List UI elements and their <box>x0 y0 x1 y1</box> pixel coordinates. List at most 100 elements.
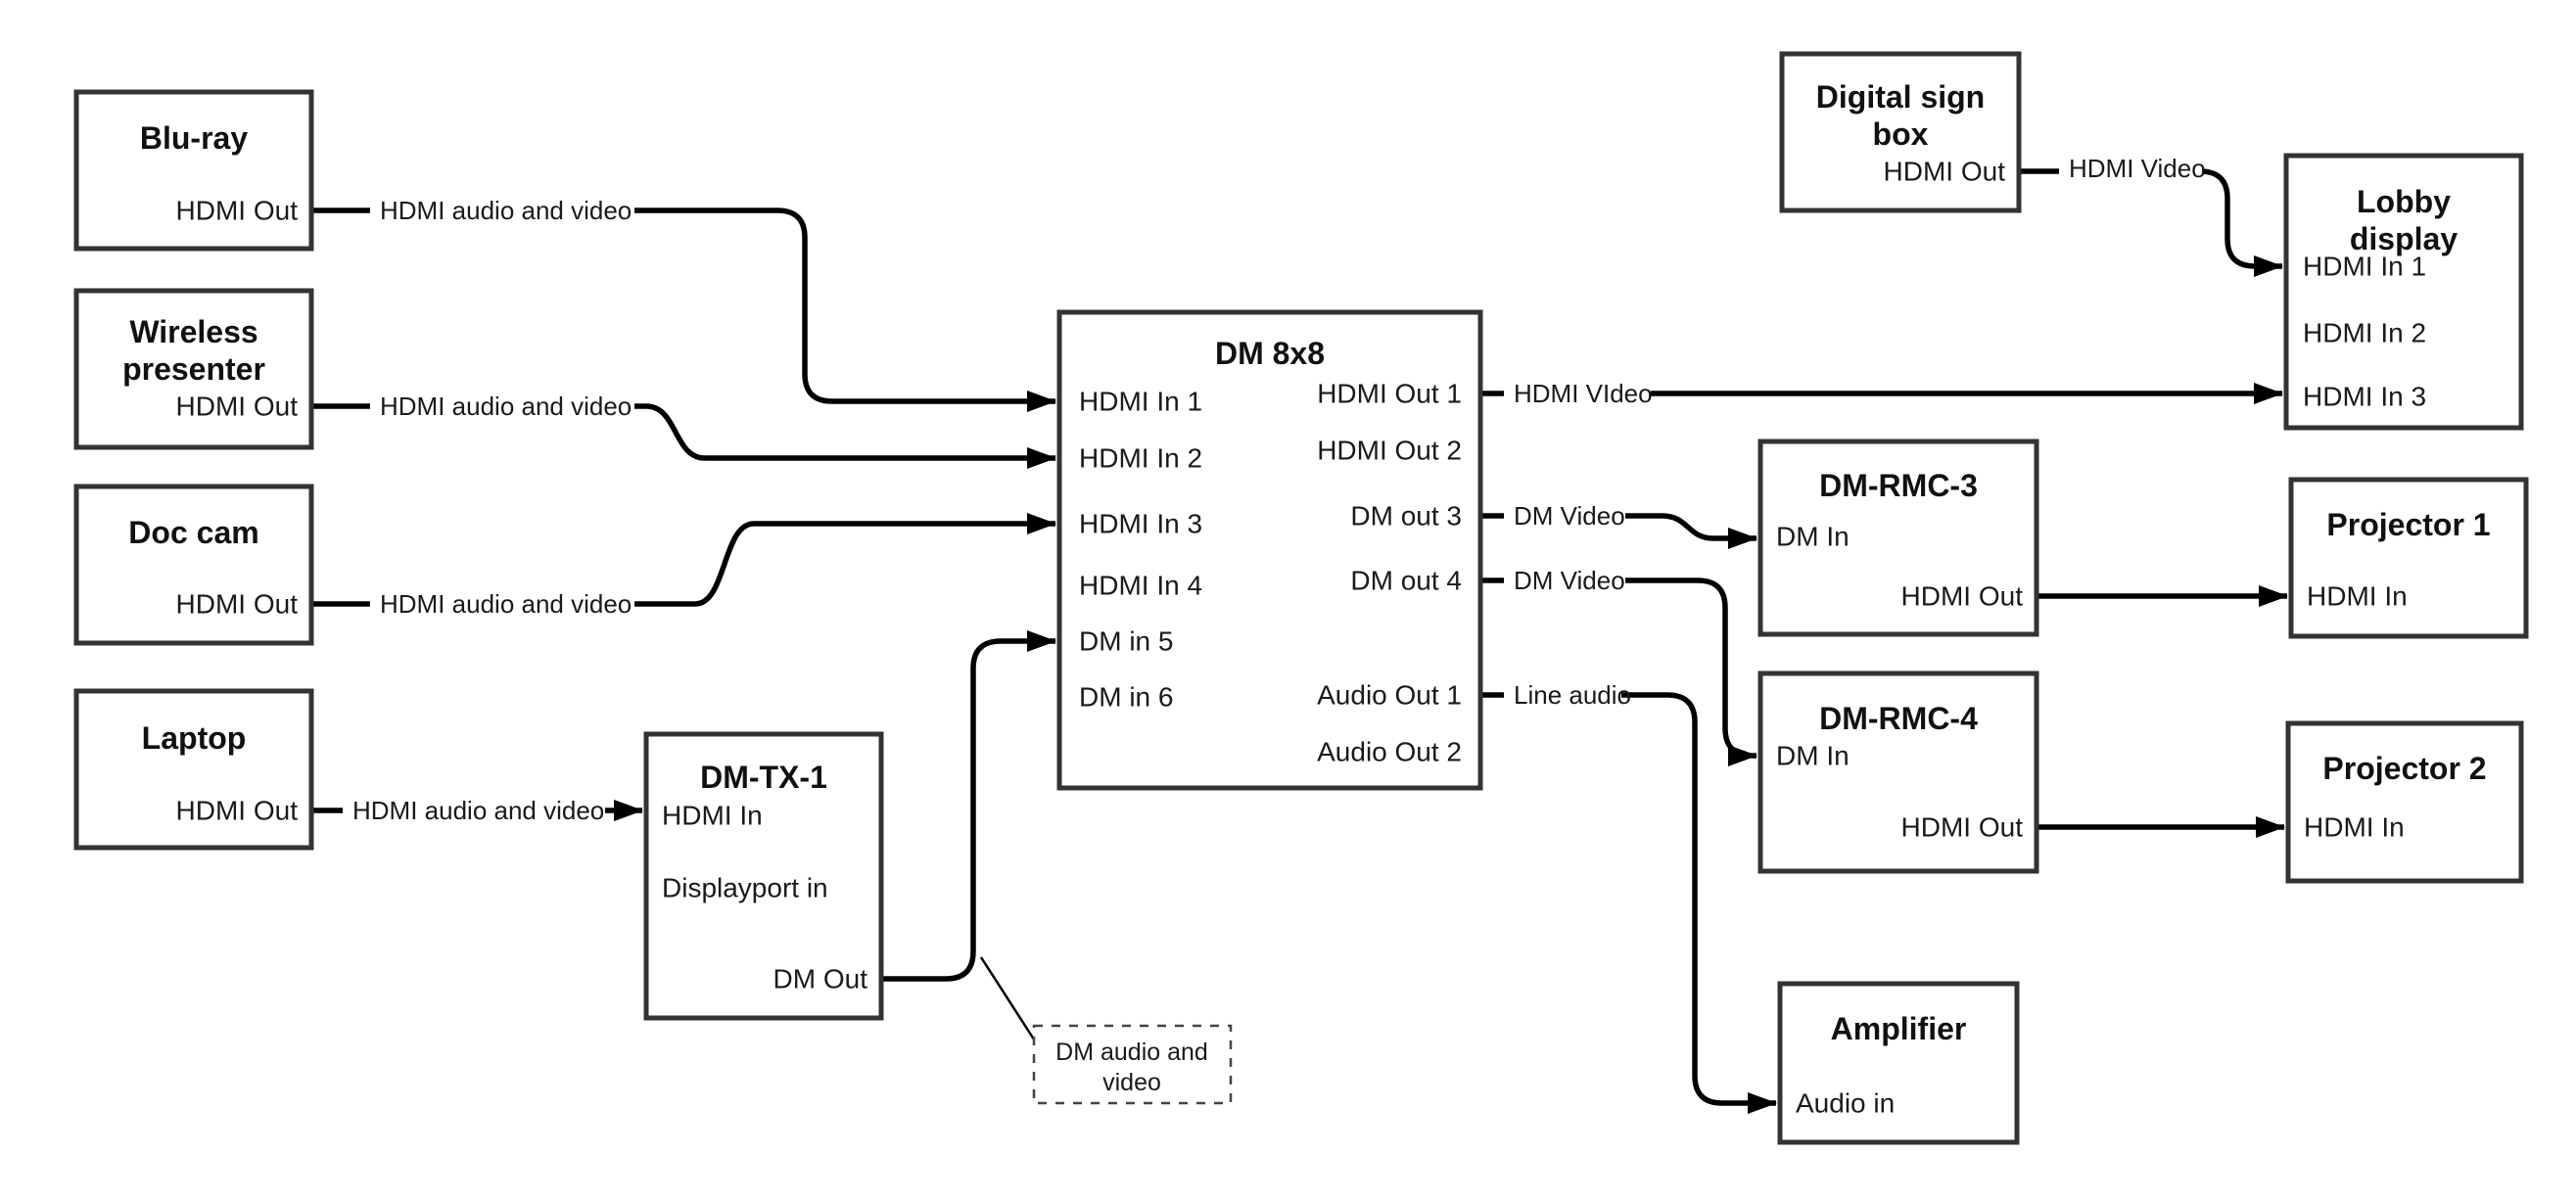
node-amplifier[interactable]: Amplifier Audio in <box>1777 981 2020 1145</box>
node-projector-1[interactable]: Projector 1 HDMI In <box>2288 477 2529 639</box>
node-title: Amplifier <box>1831 1011 1967 1046</box>
node-title: DM-RMC-4 <box>1819 701 1978 736</box>
port-hdmi-in: HDMI In <box>2304 812 2405 843</box>
node-title-line2: box <box>1873 116 1929 152</box>
edge-label-bg <box>1504 564 1625 597</box>
note-text-line2: video <box>1102 1069 1161 1096</box>
port-audio-out-1: Audio Out 1 <box>1317 680 1462 711</box>
node-title: Projector 2 <box>2322 751 2486 786</box>
node-title: DM 8x8 <box>1215 336 1325 371</box>
port-hdmi-in-2: HDMI In 2 <box>1079 443 1202 474</box>
edge-label-laptop: HDMI audio and video <box>352 796 604 825</box>
edge-label-bg <box>343 794 605 827</box>
node-title: Doc cam <box>128 515 258 550</box>
note-text-line1: DM audio and <box>1055 1039 1208 1066</box>
edge-label-bg <box>370 194 634 227</box>
node-doc-cam[interactable]: Doc cam HDMI Out <box>73 484 314 646</box>
node-title-line1: Wireless <box>129 314 258 349</box>
node-title: Laptop <box>142 720 247 756</box>
port-dm-in: DM In <box>1776 522 1850 552</box>
note-box[interactable] <box>1032 1024 1233 1105</box>
edge-dmtx1-to-dm8x8-dm-in5[interactable] <box>881 630 1056 982</box>
node-title-line2: presenter <box>122 351 265 387</box>
port-hdmi-in-1: HDMI In 1 <box>1079 387 1202 417</box>
edge-doccam-to-dm8x8-in3[interactable] <box>311 513 1056 607</box>
edge-label-bg <box>1504 499 1625 532</box>
port-hdmi-out: HDMI Out <box>1884 157 2006 187</box>
node-laptop-box[interactable] <box>73 688 314 851</box>
node-digisign-box[interactable] <box>1779 51 2022 213</box>
port-audio-in: Audio in <box>1796 1088 1895 1119</box>
port-hdmi-in-4: HDMI In 4 <box>1079 571 1202 601</box>
edge-label-bg <box>1504 678 1621 712</box>
node-title: DM-RMC-3 <box>1819 468 1978 503</box>
node-rmc3-box[interactable] <box>1757 439 2039 637</box>
edge-label-dm-video-out3: DM Video <box>1514 501 1625 531</box>
node-rmc4-box[interactable] <box>1757 670 2039 874</box>
edge-dm8x8-out3-to-rmc3-dm-in[interactable] <box>1480 513 1757 549</box>
port-hdmi-out: HDMI Out <box>176 796 299 826</box>
port-hdmi-out: HDMI Out <box>1901 812 2024 843</box>
node-proj1-box[interactable] <box>2288 477 2529 639</box>
port-hdmi-out: HDMI Out <box>176 392 299 422</box>
port-hdmi-in-1: HDMI In 1 <box>2303 252 2426 282</box>
node-wireless-presenter[interactable]: Wireless presenter HDMI Out <box>73 288 314 450</box>
edge-label-doccam: HDMI audio and video <box>380 589 632 619</box>
node-title: Projector 1 <box>2326 507 2490 542</box>
node-dm8x8-box[interactable] <box>1056 309 1483 791</box>
edge-label-wireless: HDMI audio and video <box>380 392 632 421</box>
node-title: Blu-ray <box>140 120 248 156</box>
port-hdmi-in: HDMI In <box>662 801 763 831</box>
node-dm-8x8[interactable]: DM 8x8 HDMI In 1 HDMI In 2 HDMI In 3 HDM… <box>1056 309 1483 791</box>
port-hdmi-out: HDMI Out <box>176 196 299 226</box>
port-displayport-in: Displayport in <box>662 873 828 903</box>
edge-bluray-to-dm8x8-in1[interactable] <box>311 208 1056 412</box>
port-hdmi-in-3: HDMI In 3 <box>1079 509 1202 539</box>
node-digital-sign-box[interactable]: Digital sign box HDMI Out <box>1779 51 2022 213</box>
edge-label-dm-video-out4: DM Video <box>1514 566 1625 595</box>
edge-digital-sign-to-lobby-in1[interactable] <box>2019 168 2283 277</box>
edge-label-hdmi-video-sign: HDMI Video <box>2069 154 2206 183</box>
node-lobby-box[interactable] <box>2283 153 2524 431</box>
node-dm-tx-1[interactable]: DM-TX-1 HDMI In Displayport in DM Out <box>643 731 884 1021</box>
node-bluray[interactable]: Blu-ray HDMI Out <box>73 89 314 252</box>
node-doccam-box[interactable] <box>73 484 314 646</box>
port-hdmi-out-2: HDMI Out 2 <box>1317 436 1462 466</box>
note-dm-audio-and-video[interactable]: DM audio and video <box>1032 1024 1233 1105</box>
port-hdmi-out: HDMI Out <box>1901 581 2024 612</box>
port-dm-out-4: DM out 4 <box>1350 566 1462 596</box>
edge-label-bg <box>1504 377 1651 410</box>
node-amp-box[interactable] <box>1777 981 2020 1145</box>
node-bluray-box[interactable] <box>73 89 314 252</box>
node-title-line1: Digital sign <box>1816 79 1985 115</box>
node-dm-rmc-4[interactable]: DM-RMC-4 DM In HDMI Out <box>1757 670 2039 874</box>
port-dm-in: DM In <box>1776 741 1850 771</box>
note-leader-line[interactable] <box>979 956 1038 1043</box>
edge-label-bg <box>2059 152 2202 185</box>
edge-dm8x8-audio1-to-amplifier[interactable] <box>1480 692 1777 1114</box>
node-laptop[interactable]: Laptop HDMI Out <box>73 688 314 851</box>
node-title-line2: display <box>2350 221 2458 256</box>
edge-label-bg <box>370 390 634 423</box>
port-dm-in-6: DM in 6 <box>1079 682 1173 713</box>
node-dmtx1-box[interactable] <box>643 731 884 1021</box>
port-dm-in-5: DM in 5 <box>1079 626 1173 657</box>
edge-wireless-to-dm8x8-in2[interactable] <box>311 403 1056 469</box>
edge-label-bluray: HDMI audio and video <box>380 196 632 225</box>
node-wireless-box[interactable] <box>73 288 314 450</box>
node-dm-rmc-3[interactable]: DM-RMC-3 DM In HDMI Out <box>1757 439 2039 637</box>
node-title-line1: Lobby <box>2357 184 2451 219</box>
node-title: DM-TX-1 <box>700 760 827 795</box>
port-hdmi-out-1: HDMI Out 1 <box>1317 379 1462 409</box>
edge-label-bg <box>370 587 634 621</box>
port-dm-out: DM Out <box>773 964 868 994</box>
edge-label-line-audio: Line audio <box>1514 680 1631 710</box>
edge-dm8x8-out4-to-rmc4-dm-in[interactable] <box>1480 577 1757 766</box>
node-projector-2[interactable]: Projector 2 HDMI In <box>2285 720 2524 884</box>
port-hdmi-in-2: HDMI In 2 <box>2303 318 2426 348</box>
node-lobby-display[interactable]: Lobby display HDMI In 1 HDMI In 2 HDMI I… <box>2283 153 2524 431</box>
node-proj2-box[interactable] <box>2285 720 2524 884</box>
port-audio-out-2: Audio Out 2 <box>1317 737 1462 767</box>
